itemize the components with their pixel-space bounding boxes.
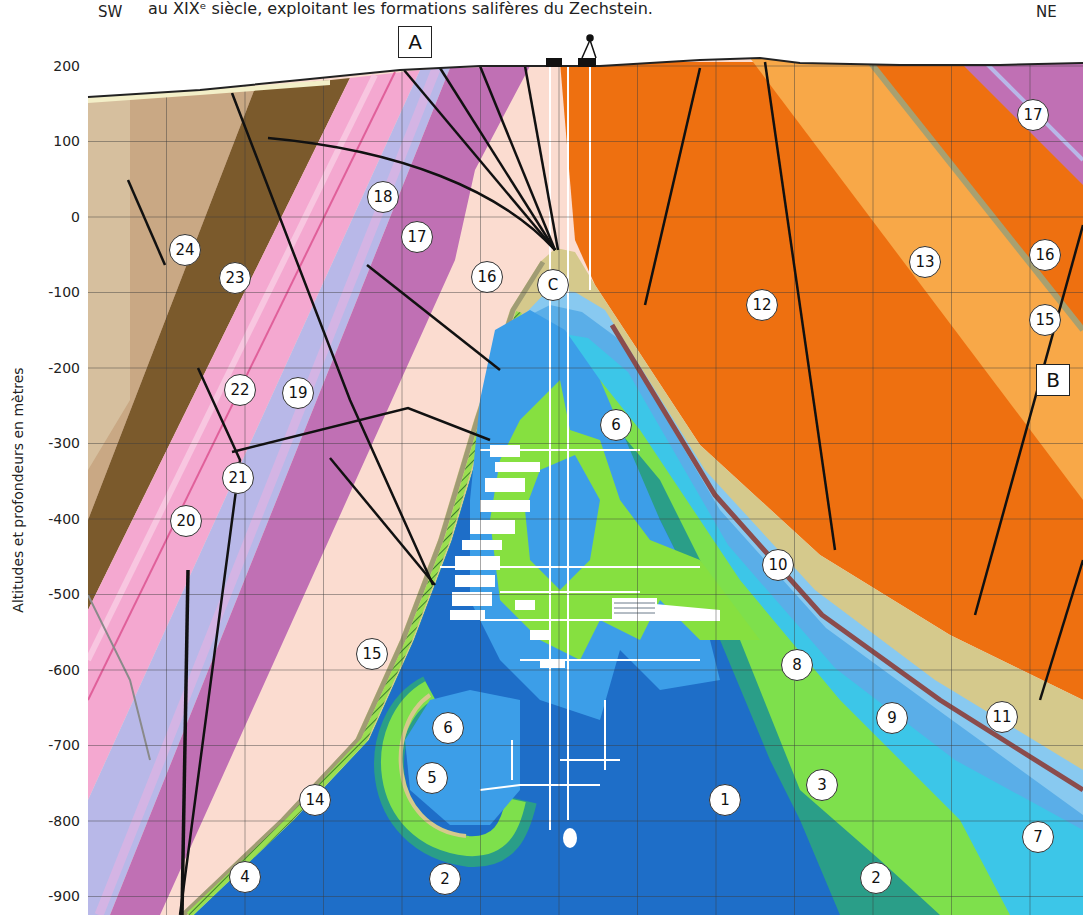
callout-circle: 7 [1022,821,1054,853]
callout-number: 9 [887,710,897,727]
callout-circle: 5 [416,762,448,794]
callout-number: 14 [305,792,324,809]
callout-number: 17 [407,229,426,246]
callout-circle: 17 [1017,99,1049,131]
callout-circle: 8 [781,649,813,681]
callout-number: 22 [230,382,249,399]
axis-tick-label: 200 [53,58,80,74]
callout-number: 5 [427,770,437,787]
axis-tick-label: -400 [48,511,80,527]
callout-number: 23 [225,270,244,287]
callout-number: 18 [373,189,392,206]
callout-number: 4 [240,869,250,886]
callout-circle: 3 [806,769,838,801]
orientation-label: NE [1036,4,1057,21]
callout-number: 7 [1033,829,1043,846]
callout-circle: 11 [986,701,1018,733]
section-marker-box: B [1036,364,1070,396]
callout-number: 24 [175,242,194,259]
callout-number: 10 [768,557,787,574]
axis-tick-label: -100 [48,284,80,300]
callout-circle: 22 [224,374,256,406]
callout-circle: 18 [367,181,399,213]
callout-number: 21 [228,470,247,487]
callout-circle: C [537,269,569,301]
callout-circle: 9 [876,702,908,734]
callout-number: C [548,277,558,294]
axis-tick-label: -700 [48,737,80,753]
section-letter: B [1046,369,1060,391]
callout-number: 19 [288,385,307,402]
callout-number: 16 [477,269,496,286]
axis-tick-label: -600 [48,662,80,678]
callout-circle: 13 [909,246,941,278]
section-marker-box: A [398,26,432,58]
callout-circle: 1 [709,784,741,816]
callout-circle: 10 [762,549,794,581]
callout-number: 17 [1023,107,1042,124]
section-letter: A [408,31,422,53]
callout-circle: 2 [429,863,461,895]
axis-tick-label: -300 [48,435,80,451]
callout-circle: 24 [169,234,201,266]
callout-circle: 20 [170,505,202,537]
callout-circle: 15 [356,638,388,670]
callout-number: 11 [992,709,1011,726]
callout-circle: 16 [1029,239,1061,271]
callout-circle: 16 [471,261,503,293]
callout-circle: 6 [600,409,632,441]
callout-circle: 2 [860,862,892,894]
axis-tick-label: -900 [48,888,80,904]
axis-tick-label: -800 [48,813,80,829]
callout-circle: 19 [282,377,314,409]
caption-fragment: au XIXᵉ siècle, exploitant les formation… [148,0,653,18]
callout-number: 15 [1035,312,1054,329]
callout-number: 8 [792,657,802,674]
callout-number: 6 [443,720,453,737]
callout-number: 15 [362,646,381,663]
callout-circle: 14 [299,784,331,816]
callout-circle: 23 [219,262,251,294]
callout-number: 16 [1035,247,1054,264]
callout-circle: 17 [401,221,433,253]
callout-number: 2 [871,870,881,887]
callout-circle: 6 [432,712,464,744]
callout-number: 20 [176,513,195,530]
axis-title: Altitudes et profondeurs en mètres [10,367,26,612]
orientation-label: SW [98,4,122,21]
callout-number: 3 [817,777,827,794]
callout-number: 2 [440,871,450,888]
callout-circle: 15 [1029,304,1061,336]
callout-number: 12 [752,297,771,314]
callout-circle: 21 [222,462,254,494]
callout-number: 1 [720,792,730,809]
axis-tick-label: 100 [53,133,80,149]
callout-number: 13 [915,254,934,271]
axis-tick-label: -200 [48,360,80,376]
callout-circle: 4 [229,861,261,893]
axis-tick-label: -500 [48,586,80,602]
callout-number: 6 [611,417,621,434]
callout-circle: 12 [746,289,778,321]
axis-tick-label: 0 [71,209,80,225]
